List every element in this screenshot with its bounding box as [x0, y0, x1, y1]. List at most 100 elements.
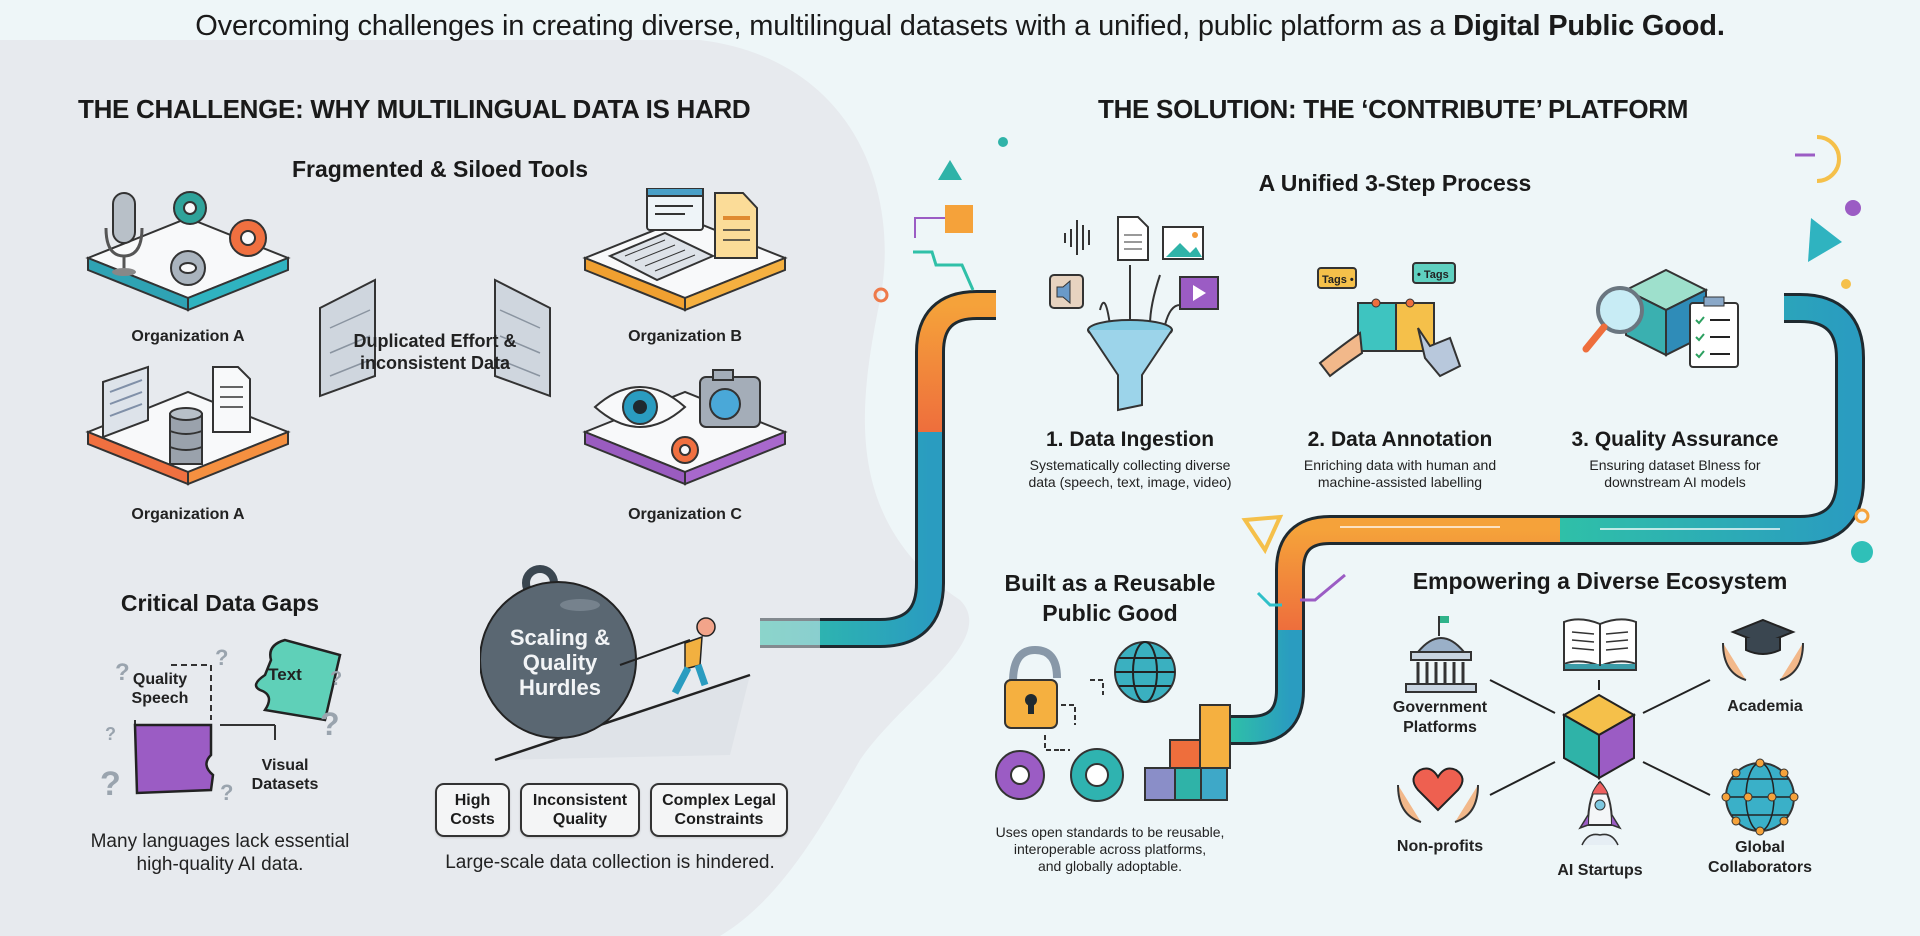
org-label: Organization B — [628, 328, 742, 345]
document-icon — [212, 366, 251, 433]
puzzle-label-text: Text — [268, 665, 302, 684]
speaker-icon — [1049, 274, 1084, 309]
tag-icon: • Tags — [1412, 262, 1456, 284]
label-line: Visual — [261, 757, 309, 774]
pipeline-right — [1230, 293, 1865, 745]
gaps-heading: Critical Data Gaps — [120, 590, 320, 616]
eye-icon — [593, 386, 687, 428]
keyboard-icon — [102, 365, 149, 439]
desc-line: Uses open standards to be reusable, — [995, 824, 1225, 840]
process-heading: A Unified 3-Step Process — [1258, 170, 1532, 196]
heading-line: Built as a Reusable — [1004, 570, 1216, 596]
desc-line: and globally adoptable. — [1037, 858, 1182, 874]
tag-label-right: • Tags — [1417, 269, 1449, 281]
caption-line: Many languages lack essential — [90, 831, 350, 852]
duplicated-effort-label: Duplicated Effort & inconsistent Data — [330, 330, 540, 374]
label-line: inconsistent Data — [359, 353, 511, 373]
pointing-hand-icon — [1417, 327, 1462, 378]
public-good-description: Uses open standards to be reusable, inte… — [960, 824, 1260, 875]
building-blocks-icon — [1144, 704, 1231, 801]
hurdle-pill: High Costs — [435, 783, 510, 837]
open-padlock-icon — [1004, 645, 1061, 729]
network-globe-icon — [1721, 758, 1799, 836]
caption-line: high-quality AI data. — [136, 854, 304, 875]
fragmented-heading: Fragmented & Siloed Tools — [291, 156, 589, 182]
sound-wave-icon — [1064, 220, 1090, 255]
camera-icon — [699, 369, 761, 428]
data-annotation-icon: Tags • • Tags — [1317, 262, 1462, 378]
title-regular: Overcoming challenges in creating divers… — [195, 10, 1454, 42]
ecosystem-node-government: Government Platforms — [1380, 698, 1500, 738]
gear-icon — [173, 191, 207, 225]
ecosystem-node-academia: Academia — [1727, 698, 1803, 715]
desc-line: interoperable across platforms, — [1013, 841, 1207, 857]
node-label-line: Global — [1735, 839, 1785, 856]
step-title: 2. Data Annotation — [1307, 428, 1493, 451]
step-description: Systematically collecting diverse data (… — [990, 457, 1270, 491]
org-b-platform — [582, 188, 788, 312]
heart-hands-icon — [1397, 767, 1479, 823]
decorations — [873, 135, 1873, 607]
ecosystem-heading: Empowering a Diverse Ecosystem — [1412, 568, 1788, 594]
svg-text:?: ? — [100, 765, 121, 803]
org-a-platform — [85, 191, 291, 312]
ecosystem-node-nonprofits: Non-profits — [1396, 838, 1484, 855]
org-c-platform — [582, 369, 788, 486]
database-icon — [169, 407, 203, 465]
pill-line: Quality — [552, 811, 608, 828]
node-label-line: Government — [1392, 699, 1488, 716]
puzzle-label-visual: Visual Datasets — [240, 756, 330, 794]
scaling-hurdles-label: Scaling & Quality Hurdles — [485, 625, 635, 700]
challenge-heading: THE CHALLENGE: WHY MULTILINGUAL DATA IS … — [78, 94, 751, 124]
government-building-icon — [1405, 616, 1477, 693]
org-label: Organization A — [131, 506, 245, 523]
video-icon — [1179, 276, 1219, 310]
ecosystem-cube — [1561, 693, 1637, 780]
pill-line: Complex Legal — [662, 792, 776, 809]
heading-line: Public Good — [1042, 600, 1178, 626]
org-a2-platform — [85, 365, 291, 486]
public-good-heading: Built as a Reusable Public Good — [970, 568, 1250, 628]
svg-text:?: ? — [220, 780, 233, 805]
node-label-line: Platforms — [1403, 719, 1477, 736]
silo-walls-icon — [319, 278, 551, 398]
boulder-hill-icon — [480, 565, 751, 762]
microphone-icon — [104, 192, 144, 276]
ecosystem-connectors — [1489, 679, 1711, 796]
desc-line: data (speech, text, image, video) — [1028, 474, 1232, 490]
svg-text:?: ? — [215, 645, 228, 670]
magnifier-icon — [1582, 286, 1644, 353]
desc-line: Systematically collecting diverse — [1029, 457, 1231, 473]
funnel-icon — [1087, 319, 1173, 412]
label-line: Quality — [132, 671, 188, 688]
pill-line: High — [454, 792, 491, 809]
step-description: Enriching data with human and machine-as… — [1260, 457, 1540, 491]
puzzle-pieces-icon: ? ? ? ? ? ? ? — [100, 638, 342, 805]
data-ingestion-icon — [1049, 216, 1219, 412]
graduation-cap-icon — [1722, 618, 1804, 681]
gear-icon — [1070, 748, 1124, 802]
pipeline-upper — [740, 290, 996, 648]
pill-line: Inconsistent — [532, 792, 628, 809]
gear-icon — [671, 436, 699, 464]
org-label: Organization A — [131, 328, 245, 345]
puzzle-label-quality-speech: Quality Speech — [120, 670, 200, 708]
person-pushing-icon — [671, 617, 716, 695]
svg-text:?: ? — [115, 659, 130, 686]
pill-line: Constraints — [674, 811, 764, 828]
hand-icon — [1318, 331, 1364, 378]
scaling-caption: Large-scale data collection is hindered. — [445, 852, 775, 873]
gaps-caption: Many languages lack essential high-quali… — [70, 830, 370, 876]
solution-heading: THE SOLUTION: THE ‘CONTRIBUTE’ PLATFORM — [1098, 94, 1689, 124]
document-icon — [714, 192, 758, 259]
svg-text:?: ? — [320, 706, 340, 742]
label-line: Scaling & — [509, 625, 611, 650]
node-label-line: Collaborators — [1707, 859, 1812, 876]
gear-icon — [170, 250, 206, 286]
quality-assurance-icon — [1582, 268, 1739, 368]
hurdle-pill: Complex Legal Constraints — [650, 783, 788, 837]
open-book-icon — [1563, 618, 1637, 671]
pill-line: Costs — [450, 811, 495, 828]
label-line: Duplicated Effort & — [353, 331, 517, 351]
chat-window-icon — [646, 188, 704, 231]
